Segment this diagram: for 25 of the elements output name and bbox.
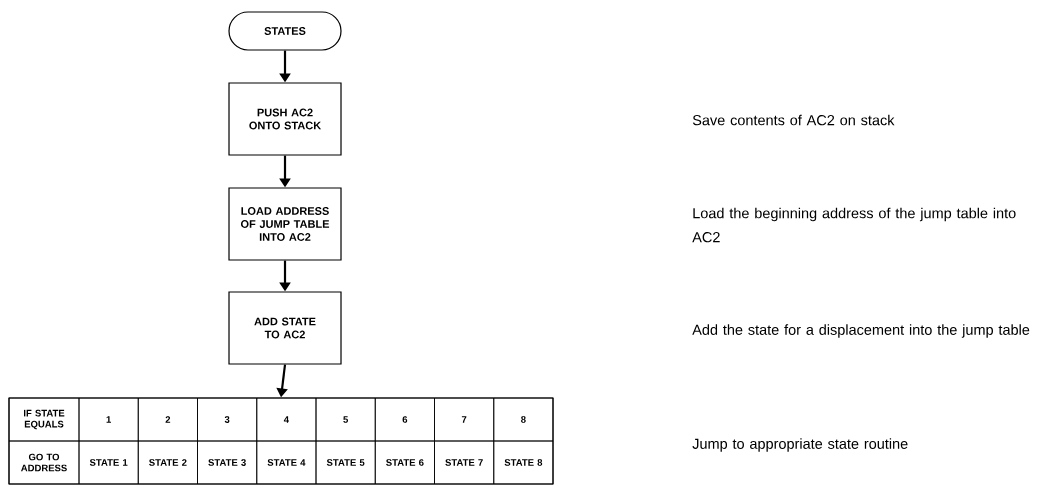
- table-cell: IF STATE EQUALS: [8, 397, 80, 442]
- process-box: PUSH AC2 ONTO STACK: [228, 82, 342, 156]
- table-cell: 4: [256, 397, 317, 442]
- table-cell: STATE 2: [137, 440, 198, 485]
- table-cell: STATE 8: [493, 440, 554, 485]
- annotation: Add the state for a displacement into the jump table: [692, 324, 1030, 338]
- annotation: Save contents of AC2 on stack: [692, 114, 895, 126]
- table-cell: 3: [197, 397, 258, 442]
- table-cell: 6: [374, 397, 435, 442]
- table-cell: 5: [315, 397, 376, 442]
- annotation: Jump to appropriate state routine: [692, 438, 908, 452]
- annotation: Load the beginning address of the jump table into AC2: [692, 207, 1016, 243]
- table-cell: STATE 6: [374, 440, 435, 485]
- process-box: ADD STATE TO AC2: [228, 291, 342, 365]
- table-cell: STATE 5: [315, 440, 376, 485]
- table-cell: GO TO ADDRESS: [8, 440, 80, 485]
- table-cell: STATE 7: [434, 440, 495, 485]
- table-cell: 7: [434, 397, 495, 442]
- table-cell: 2: [137, 397, 198, 442]
- table-cell: 8: [493, 397, 554, 442]
- table-cell: STATE 4: [256, 440, 317, 485]
- table-cell: STATE 3: [197, 440, 258, 485]
- table-cell: 1: [78, 397, 139, 442]
- process-box: LOAD ADDRESS OF JUMP TABLE INTO AC2: [228, 187, 342, 261]
- table-cell: STATE 1: [78, 440, 139, 485]
